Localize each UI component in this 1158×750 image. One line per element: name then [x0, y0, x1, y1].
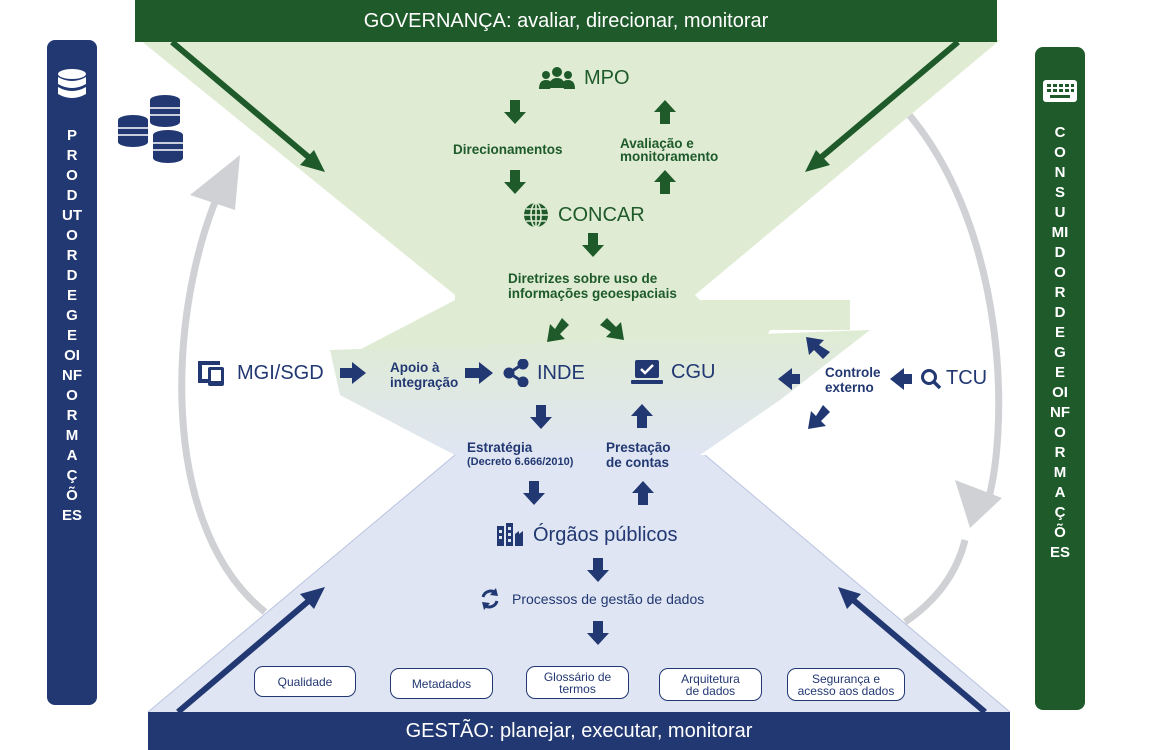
- pill-metadados-text: Metadados: [411, 676, 472, 691]
- magnifier-icon: [921, 368, 942, 389]
- apoio-line1: Apoio à: [390, 360, 440, 375]
- consumer-label: CONSUMIDOR DE GEOINFORMAÇÕES: [1050, 124, 1071, 561]
- arrow-diag-cgu: [600, 318, 624, 340]
- consumer-panel: CONSUMIDOR DE GEOINFORMAÇÕES: [1035, 47, 1085, 710]
- avaliacao-line2: monitoramento: [620, 149, 719, 164]
- governance-bar: GOVERNANÇA: avaliar, direcionar, monitor…: [135, 0, 997, 42]
- arrow-up-concar: [654, 170, 676, 194]
- cycle-arc-right: [902, 107, 1003, 512]
- node-cgu: CGU: [631, 358, 715, 386]
- pill-arquitetura: Arquitetura de dados: [659, 668, 762, 701]
- prestacao-line2: de contas: [606, 455, 670, 470]
- direcionamentos-label: Direcionamentos: [453, 142, 563, 157]
- processos-label: Processos de gestão de dados: [512, 591, 705, 607]
- arrow-up-cgu: [631, 404, 653, 428]
- middle-gradient: [330, 330, 870, 455]
- mgi-sgd-label: MGI/SGD: [237, 361, 324, 384]
- arrow-right-mgi: [340, 362, 366, 384]
- pill-metadados: Metadados: [390, 668, 493, 699]
- cycle-arc-right-lower: [903, 539, 969, 625]
- node-mpo: MPO: [538, 66, 630, 90]
- arrow-down-inde: [530, 405, 552, 429]
- avaliacao-label: Avaliação e monitoramento: [620, 136, 719, 164]
- arrow-down-estrategia: [523, 481, 545, 505]
- keyboard-icon: [1043, 80, 1077, 102]
- management-bar: GESTÃO: planejar, executar, monitorar: [148, 712, 1010, 750]
- node-mgi-sgd: MGI/SGD: [195, 359, 324, 387]
- factory-buildings-icon: [497, 523, 523, 546]
- pill-qualidade: Qualidade: [254, 666, 356, 697]
- node-orgaos: Órgãos públicos: [495, 522, 678, 548]
- concar-label: CONCAR: [558, 203, 645, 226]
- arrow-left-tcu: [890, 368, 912, 390]
- arrow-diag-up-controle: [806, 337, 830, 359]
- arrow-right-apoio: [465, 362, 493, 384]
- apoio-line2: integração: [390, 375, 459, 390]
- people-group-icon: [539, 67, 575, 89]
- governance-funnel: [140, 40, 1000, 455]
- recycle-process-icon: [481, 588, 499, 610]
- prestacao-label: Prestação de contas: [606, 440, 671, 470]
- mpo-label: MPO: [584, 66, 630, 89]
- database-icon: [58, 69, 86, 98]
- controle-line2: externo: [825, 380, 874, 395]
- governance-title: GOVERNANÇA: avaliar, direcionar, monitor…: [363, 9, 769, 32]
- database-stack-icon: [118, 95, 183, 163]
- arrow-down-concar: [504, 170, 526, 194]
- decreto-line: (Decreto 6.666/2010): [467, 456, 574, 468]
- estrategia-label: Estratégia (Decreto 6.666/2010): [467, 440, 573, 470]
- arrow-left-cgu: [778, 368, 800, 390]
- processos-row: Processos de gestão de dados: [478, 587, 704, 611]
- arrow-down-diretrizes: [582, 233, 604, 257]
- globe-icon: [524, 202, 548, 228]
- arrow-down-mpo: [504, 100, 526, 124]
- laptop-check-icon: [631, 360, 663, 384]
- arrow-down-processos: [587, 621, 609, 645]
- arrow-diag-inde: [547, 318, 569, 342]
- orgaos-label: Órgãos públicos: [533, 523, 678, 546]
- cgu-label: CGU: [671, 360, 716, 383]
- pill-seguranca-line1: Segurança e: [811, 671, 881, 686]
- pill-seguranca: Segurança e acesso aos dados: [787, 668, 905, 701]
- cycle-arrowhead-right: [955, 480, 1002, 528]
- apoio-label: Apoio à integração: [390, 360, 458, 390]
- management-funnel: [148, 455, 1010, 712]
- arrow-diag-down-controle: [808, 405, 830, 429]
- arrow-up-prestacao: [632, 481, 654, 505]
- inde-label: INDE: [537, 361, 585, 384]
- pill-glossario-line1: Glossário de: [543, 669, 612, 684]
- producer-panel: PRODUTOR DE GEOINFORMAÇÕES: [47, 40, 97, 705]
- pill-qualidade-text: Qualidade: [277, 674, 333, 689]
- diretrizes-line1: Diretrizes sobre uso de: [508, 271, 658, 286]
- tcu-label: TCU: [946, 367, 988, 389]
- share-network-icon: [503, 359, 529, 387]
- controle-label: Controle externo: [825, 365, 881, 395]
- estrategia-line1: Estratégia: [467, 440, 533, 455]
- pill-glossario-line2: termos: [559, 681, 596, 696]
- diretrizes-line2: informações geoespaciais: [508, 286, 677, 301]
- cycle-arc-left: [178, 168, 268, 615]
- pill-seguranca-line2: acesso aos dados: [797, 683, 895, 698]
- diretrizes-label: Diretrizes sobre uso de informações geoe…: [508, 271, 677, 301]
- avaliacao-line1: Avaliação e: [620, 136, 694, 151]
- arrow-up-mpo: [654, 100, 676, 124]
- pill-arquitetura-line1: Arquitetura: [681, 671, 740, 686]
- cycle-arrowhead-left: [190, 155, 240, 210]
- management-title: GESTÃO: planejar, executar, monitorar: [405, 719, 753, 742]
- producer-label: PRODUTOR DE GEOINFORMAÇÕES: [62, 127, 83, 524]
- pill-arquitetura-line2: de dados: [685, 683, 736, 698]
- controle-line1: Controle: [825, 365, 881, 380]
- node-concar: CONCAR: [522, 201, 645, 229]
- prestacao-line1: Prestação: [606, 440, 671, 455]
- devices-icon: [198, 361, 224, 386]
- node-tcu: TCU: [920, 367, 987, 390]
- arrow-down-orgaos: [587, 558, 609, 582]
- pill-glossario: Glossário de termos: [526, 666, 629, 699]
- node-inde: INDE: [503, 359, 585, 387]
